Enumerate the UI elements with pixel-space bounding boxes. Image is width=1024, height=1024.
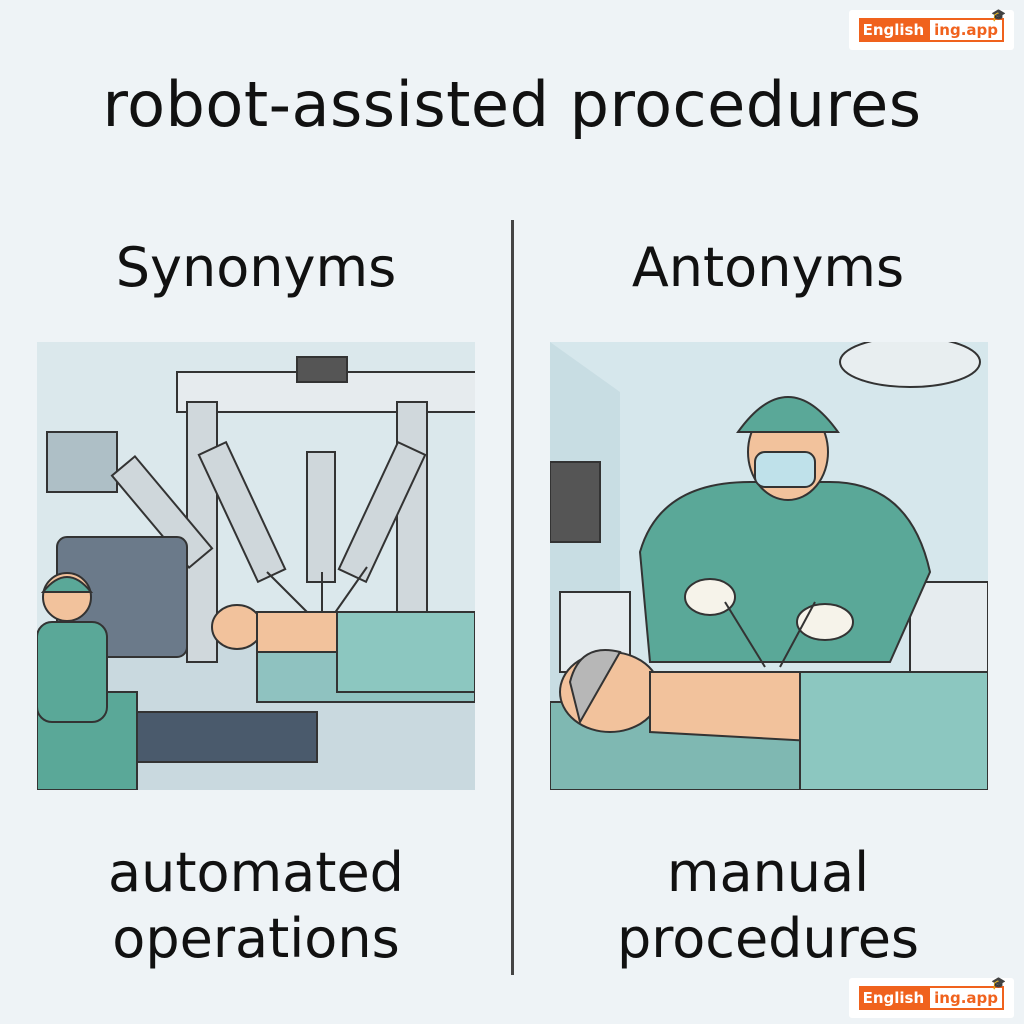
brand-logo-bottom: English ing.app🎓 [848, 976, 1014, 1018]
synonym-caption-line2: operations [112, 907, 400, 970]
manual-surgery-illustration [550, 342, 988, 790]
synonym-caption: automated operations [0, 840, 512, 972]
divider [511, 220, 514, 975]
robot-surgery-illustration [37, 342, 475, 790]
logo-part2-text: ing.app [934, 21, 998, 39]
antonym-caption: manual procedures [512, 840, 1024, 972]
brand-logo: English ing.app🎓 [848, 8, 1014, 50]
graduation-cap-icon: 🎓 [991, 976, 1006, 990]
antonym-caption-line2: procedures [616, 907, 920, 970]
logo-part2: ing.app🎓 [928, 976, 1006, 1010]
logo-part2-text: ing.app [934, 989, 998, 1007]
antonyms-heading: Antonyms [631, 236, 905, 299]
page-title: robot-assisted procedures [102, 68, 922, 141]
logo-part1: English [858, 986, 929, 1010]
synonym-caption-line1: automated [108, 841, 404, 904]
logo-part2: ing.app🎓 [928, 8, 1006, 42]
antonym-caption-line1: manual [666, 841, 870, 904]
logo-part1: English [858, 18, 929, 42]
synonyms-heading: Synonyms [115, 236, 397, 299]
graduation-cap-icon: 🎓 [991, 8, 1006, 22]
